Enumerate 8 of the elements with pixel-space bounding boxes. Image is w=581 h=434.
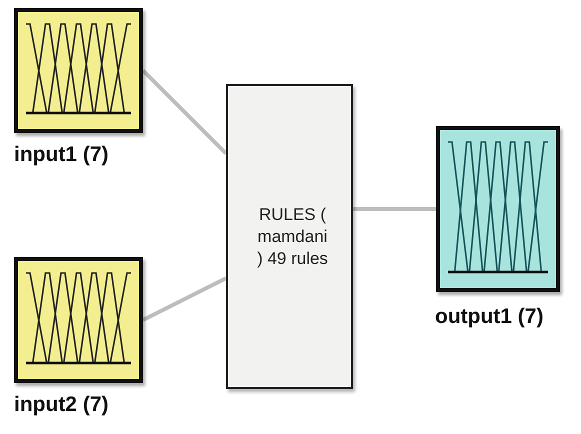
connector-line: [142, 276, 227, 322]
variable-label: input1 (7): [14, 143, 108, 167]
rules-box: [226, 84, 353, 389]
variable-label: input2 (7): [14, 393, 108, 417]
variable-label: output1 (7): [435, 305, 544, 329]
connector-line: [353, 207, 436, 211]
connector-line: [142, 69, 228, 155]
rules-text: RULES ( mamdani ) 49 rules: [256, 204, 328, 270]
